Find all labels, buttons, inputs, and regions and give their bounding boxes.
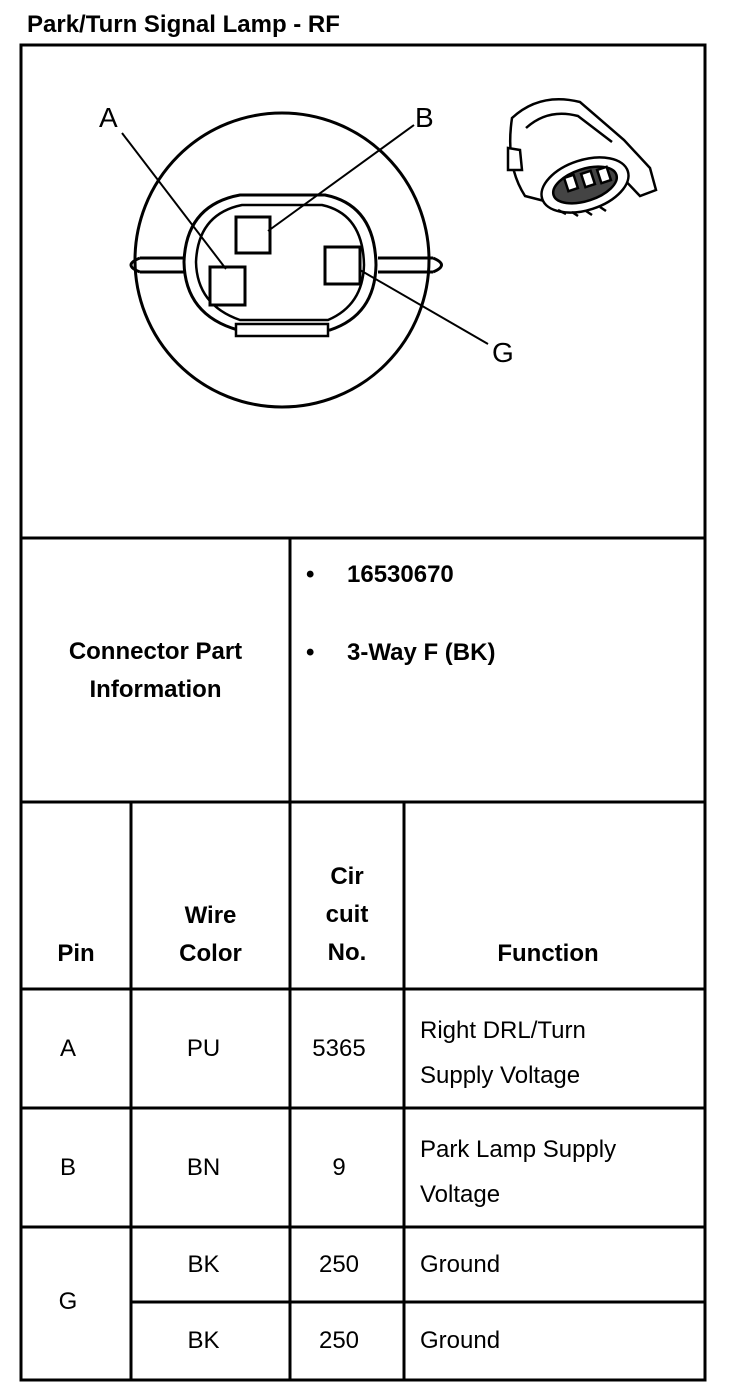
row-g1-circuit: 250 <box>318 1251 360 1278</box>
row-g2-function: Ground <box>420 1327 501 1354</box>
pin-label-b: B <box>415 102 434 133</box>
row-b-pin: B <box>59 1154 76 1181</box>
header-function: Function <box>497 940 599 967</box>
page-title: Park/Turn Signal Lamp - RF <box>27 11 340 38</box>
leader-line-a <box>121 132 227 270</box>
row-a-circuit: 5365 <box>312 1035 366 1062</box>
table-grid <box>19 43 707 1382</box>
row-g2-circuit: 250 <box>318 1327 360 1354</box>
connector-outer-ring <box>133 111 431 409</box>
row-g1-function: Ground <box>420 1251 501 1278</box>
pin-label-a: A <box>99 102 118 133</box>
header-wire-color: Wire Color <box>179 902 242 967</box>
row-a-wire: PU <box>186 1035 221 1062</box>
connector-info-label: Connector Part Information <box>68 638 243 703</box>
leader-line-g <box>359 269 489 345</box>
connector-cavity-inner <box>194 203 366 322</box>
header-circuit-no: Cir cuit No. <box>325 863 369 966</box>
row-b-function: Park Lamp Supply Voltage <box>420 1136 617 1208</box>
right-latch <box>378 256 443 274</box>
terminal-cavity-b <box>234 215 272 255</box>
pin-label-g: G <box>492 337 514 368</box>
row-g2-wire: BK <box>187 1327 220 1354</box>
terminal-cavity-a <box>208 265 247 307</box>
row-b-wire: BN <box>186 1154 221 1181</box>
row-a-pin: A <box>59 1035 76 1062</box>
row-b-circuit: 9 <box>332 1154 346 1181</box>
header-pin: Pin <box>57 940 95 967</box>
terminal-cavity-g <box>323 245 362 286</box>
connector-3d-thumbnail <box>506 98 658 218</box>
left-latch <box>129 256 184 274</box>
part-number: 16530670 <box>347 561 454 588</box>
row-a-function: Right DRL/Turn Supply Voltage <box>420 1017 586 1089</box>
row-g1-wire: BK <box>187 1251 220 1278</box>
connector-face-diagram <box>121 111 489 409</box>
bullet-marker: • <box>306 561 315 588</box>
row-g-pin: G <box>58 1288 78 1315</box>
bullet-marker: • <box>306 639 315 666</box>
leader-line-b <box>267 124 415 232</box>
connector-description: 3-Way F (BK) <box>347 639 496 666</box>
